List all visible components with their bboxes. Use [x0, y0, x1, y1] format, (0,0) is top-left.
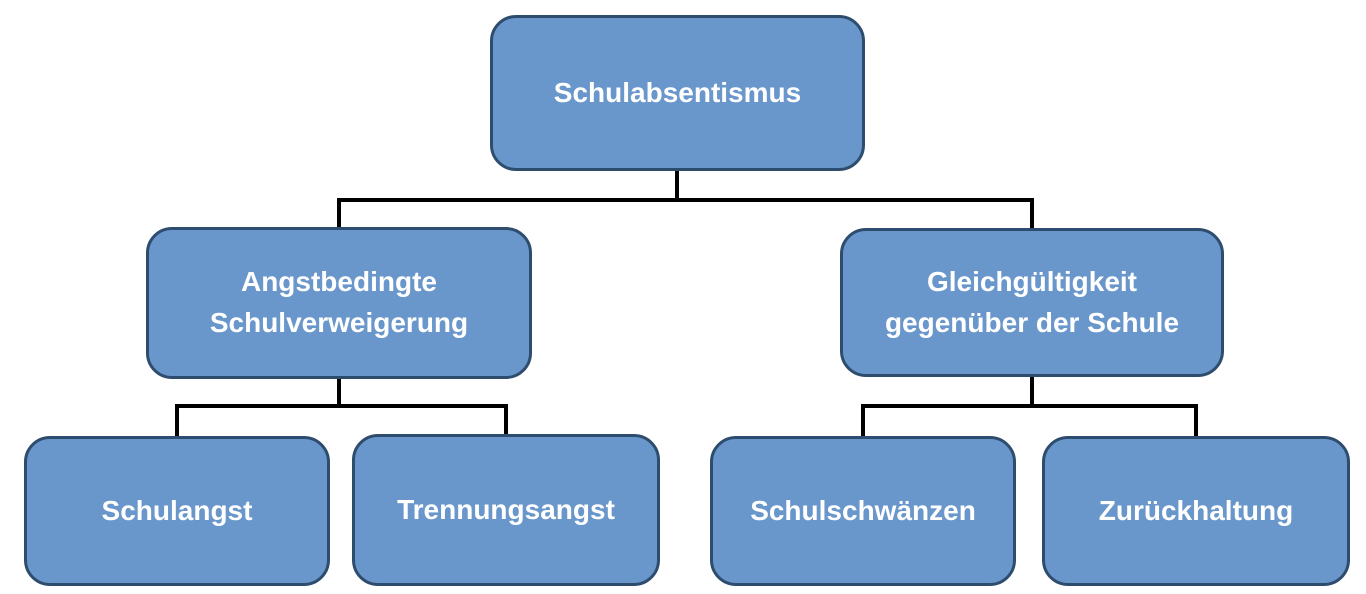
node-label: Schulabsentismus — [553, 76, 802, 108]
node-label: Trennungsangst — [397, 493, 615, 525]
connector-branch-left-stem — [337, 379, 341, 408]
node-angstbedingte-schulverweigerung: Angstbedingte Schulverweigerung — [146, 227, 532, 379]
connector-branch-right-stem — [1030, 377, 1034, 408]
connector-level1-drop-right — [1030, 198, 1034, 230]
connector-drop-trennungsangst — [504, 404, 508, 438]
node-gleichgueltigkeit-gegenueber-der-schule: Gleichgültigkeit gegenüber der Schule — [840, 228, 1224, 377]
node-zurueckhaltung: Zurückhaltung — [1042, 436, 1350, 586]
node-label: Schulschwänzen — [750, 494, 976, 526]
node-label: Zurückhaltung — [1098, 494, 1294, 526]
connector-level2-right-horizontal — [861, 404, 1198, 408]
node-schulangst: Schulangst — [24, 436, 330, 586]
node-label: Gleichgültigkeit gegenüber der Schule — [884, 265, 1180, 338]
node-label: Angstbedingte Schulverweigerung — [209, 266, 469, 338]
node-schulschwaenzen: Schulschwänzen — [710, 436, 1016, 586]
connector-level1-horizontal — [337, 198, 1034, 202]
connector-drop-zurueckhaltung — [1194, 404, 1198, 438]
connector-drop-schulangst — [175, 404, 179, 438]
node-label: Schulangst — [101, 494, 253, 526]
connector-level1-drop-left — [337, 198, 341, 229]
connector-level2-left-horizontal — [175, 404, 508, 408]
node-schulabsentismus: Schulabsentismus — [490, 15, 865, 171]
node-trennungsangst: Trennungsangst — [352, 434, 660, 586]
connector-root-stem — [675, 171, 679, 202]
connector-drop-schulschwaenzen — [861, 404, 865, 438]
